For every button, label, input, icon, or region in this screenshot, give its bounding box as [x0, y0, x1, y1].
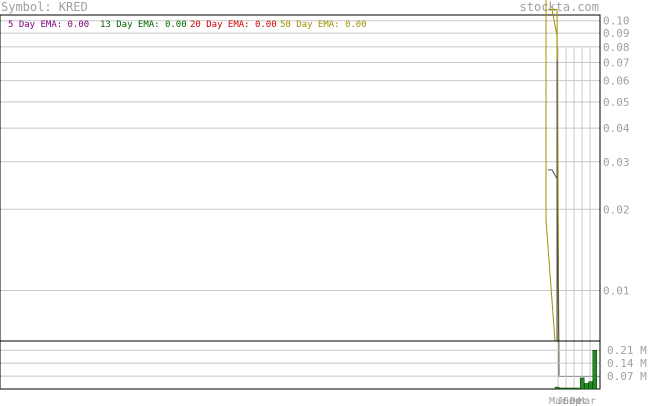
price-series [545, 0, 600, 377]
volume-bar [571, 387, 577, 390]
price-tick-label: 0.05 [603, 96, 630, 109]
price-tick-label: 0.02 [603, 203, 630, 216]
price-tick-label: 0.10 [603, 15, 630, 28]
legend-value: 0.00 [68, 20, 90, 30]
price-tick-label: 0.08 [603, 41, 630, 54]
volume-panel-frame [0, 340, 601, 390]
volume-gridlines [0, 341, 600, 389]
legend-item: 13 Day EMA: [100, 20, 160, 30]
legend-item: 20 Day EMA: [190, 20, 250, 30]
price-tick-label: 0.07 [603, 57, 630, 70]
price-tick-label: 0.09 [603, 27, 630, 40]
x-axis-label: Jun [557, 396, 575, 406]
volume-bar [592, 349, 598, 390]
volume-bar [563, 387, 568, 390]
x-axis-label: Mar [578, 396, 596, 406]
legend-value: 0.00 [345, 20, 367, 30]
price-tick-label: 0.06 [603, 75, 630, 88]
volume-tick-label: 0.14 M [607, 357, 647, 370]
volume-bars [554, 349, 598, 390]
volume-bar [575, 387, 581, 390]
legend-item: 5 Day EMA: [8, 20, 62, 30]
legend-value: 0.00 [255, 20, 277, 30]
volume-bar [554, 386, 560, 390]
volume-bar [584, 383, 589, 390]
watermark: stockta.com [520, 0, 599, 14]
volume-bar [567, 387, 572, 390]
volume-bar [558, 387, 564, 390]
volume-bar [588, 381, 593, 390]
price-panel-frame [0, 14, 601, 342]
symbol-label: Symbol: KRED [1, 0, 88, 14]
price-tick-label: 0.04 [603, 122, 630, 135]
price-gridlines [0, 20, 600, 341]
price-tick-label: 0.03 [603, 156, 630, 169]
volume-tick-label: 0.07 M [607, 370, 647, 383]
x-axis-label: Sep [563, 396, 581, 406]
x-axis-label: Dec [570, 396, 588, 406]
price-tick-label: 0.01 [603, 285, 630, 298]
price-axis-ticks: 0.100.090.08 0.07 0.06 0.05 0.04 0.03 0.02 0.01 [603, 15, 630, 298]
ema-band-line [545, 0, 556, 342]
volume-tick-label: 0.21 M [607, 344, 647, 357]
legend-value: 0.00 [165, 20, 187, 30]
volume-axis-ticks: 0.21 M0.14 M0.07 M [607, 344, 647, 383]
legend-item: 50 Day EMA: [280, 20, 340, 30]
x-axis-label: Mar [549, 396, 567, 406]
volume-bar [579, 377, 585, 390]
